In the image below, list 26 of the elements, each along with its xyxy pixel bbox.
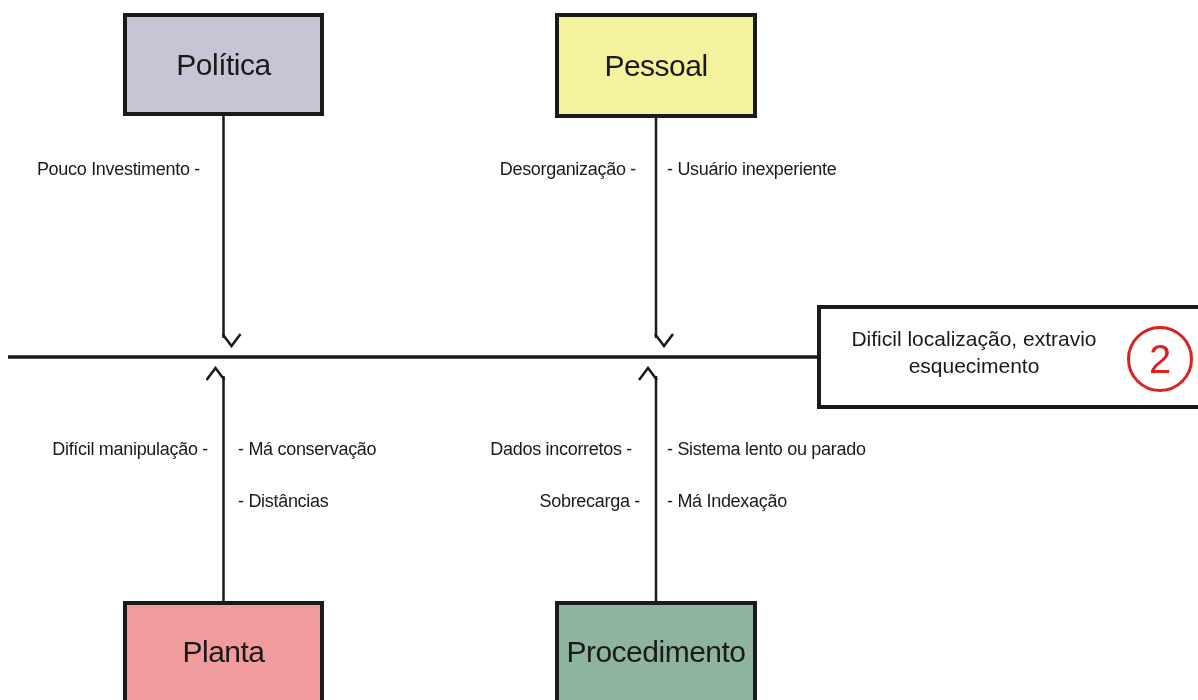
arrow — [653, 118, 675, 348]
category-box — [123, 13, 324, 116]
category-title: Planta — [182, 635, 265, 669]
cause-label: - Distâncias — [238, 491, 329, 512]
cause-label: - Sistema lento ou parado — [667, 439, 866, 460]
spine-line — [8, 355, 817, 359]
cause-label: Difícil manipulação - — [52, 439, 208, 460]
cause-label: Sobrecarga - — [539, 491, 640, 512]
cause-label: - Usuário inexperiente — [667, 159, 837, 180]
effect-box — [817, 305, 1198, 409]
arrow — [221, 116, 242, 348]
category-title: Política — [176, 47, 271, 82]
number-circle: 2 — [1127, 326, 1193, 392]
cause-label: Pouco Investimento - — [36, 159, 200, 180]
category-title: Pessoal — [604, 48, 708, 83]
category-box — [555, 13, 757, 118]
category-box — [123, 601, 324, 700]
cause-label: Dados incorretos - — [490, 439, 632, 460]
cause-label: Desorganização - — [499, 159, 636, 180]
category-box — [555, 601, 757, 700]
category-title: Procedimento — [566, 635, 746, 669]
arrow — [205, 366, 226, 601]
cause-label: - Má conservação — [238, 439, 377, 460]
cause-label: - Má Indexação — [667, 491, 787, 512]
arrow — [637, 366, 659, 601]
effect-text: Dificil localização, extravio esquecimento — [850, 326, 1098, 380]
